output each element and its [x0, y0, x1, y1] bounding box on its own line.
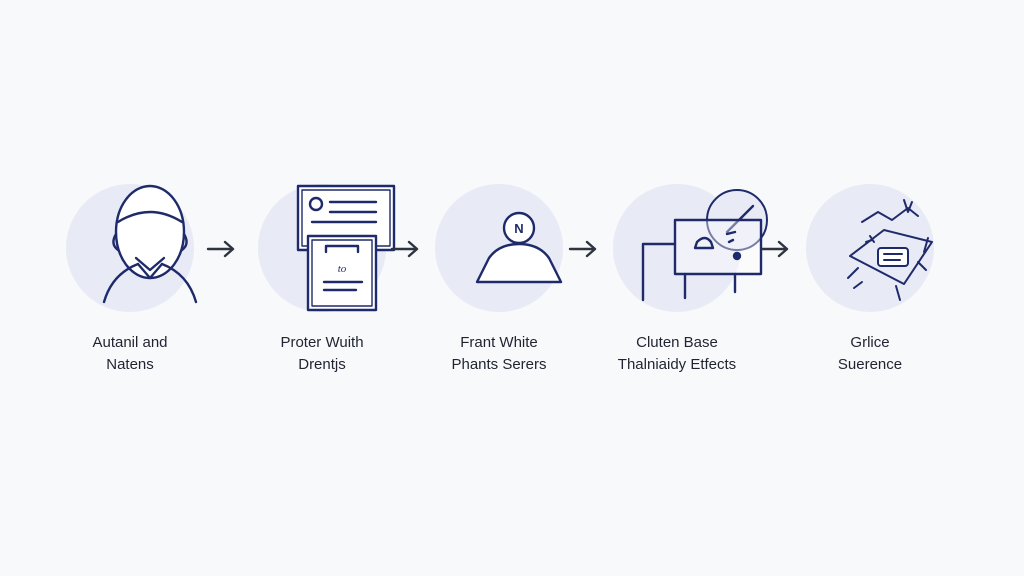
- sparkle-map-icon: [847, 199, 933, 301]
- step-5-label-line2: Suerence: [837, 356, 903, 373]
- step-3-label: Frant White Phants Serers: [409, 332, 589, 376]
- arrow-right-icon: [568, 240, 597, 258]
- arrow-right-icon: [206, 240, 235, 258]
- step-2-label-line1: Proter Wuith: [280, 334, 364, 351]
- step-1-label-line2: Natens: [106, 356, 154, 373]
- user-badge-icon: N: [475, 211, 563, 284]
- step-1-icon-wrap: [60, 182, 200, 322]
- step-4-label: Cluten Base Thalniaidy Etfects: [587, 332, 767, 376]
- documents-icon: to: [296, 184, 396, 312]
- cart-scan-icon: [641, 189, 768, 302]
- document-tag-text: to: [338, 263, 347, 275]
- step-3-label-line1: Frant White: [460, 334, 538, 351]
- step-5-label-line1: Grlice: [850, 334, 890, 351]
- arrow-right-icon: [760, 240, 789, 258]
- user-badge-letter: N: [514, 221, 523, 236]
- step-5: Grlice Suerence: [780, 182, 960, 373]
- step-2-label: Proter Wuith Drentjs: [232, 332, 412, 376]
- person-avatar-icon: [102, 184, 198, 304]
- step-3: N Frant White Phants Serers: [409, 182, 589, 373]
- step-1: Autanil and Natens: [40, 182, 220, 373]
- step-2-label-line2: Drentjs: [298, 356, 346, 373]
- step-4-label-line2: Thalniaidy Etfects: [617, 356, 737, 373]
- step-4: Cluten Base Thalniaidy Etfects: [587, 182, 768, 373]
- step-5-label: Grlice Suerence: [780, 332, 960, 376]
- step-1-label: Autanil and Natens: [40, 332, 220, 376]
- step-5-circle: [806, 184, 934, 312]
- step-4-icon-wrap: [607, 182, 768, 322]
- step-5-icon-wrap: [800, 182, 940, 322]
- step-2: to Proter Wuith Drentjs: [232, 182, 412, 373]
- arrow-right-icon: [390, 240, 419, 258]
- step-2-icon-wrap: to: [252, 182, 396, 322]
- step-4-label-line1: Cluten Base: [636, 334, 718, 351]
- step-3-icon-wrap: N: [429, 182, 569, 322]
- step-3-label-line2: Phants Serers: [451, 356, 547, 373]
- step-1-label-line1: Autanil and: [92, 334, 168, 351]
